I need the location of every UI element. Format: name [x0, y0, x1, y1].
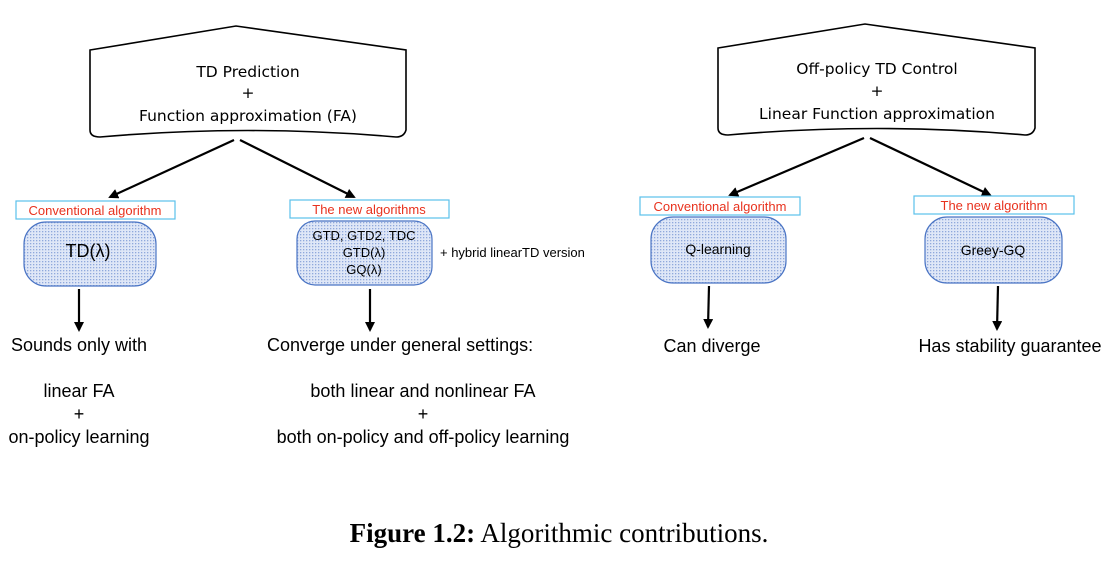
left-new-outcome-plus: +	[418, 404, 429, 424]
left-conventional-label-box	[15, 200, 176, 220]
right-conventional-group: Conventional algorithm Q-learning	[639, 196, 801, 284]
left-new-group: The new algorithms GTD, GTD2, TDC GTD(λ)…	[289, 199, 585, 286]
figure-caption-label: Figure 1.2:	[349, 518, 476, 548]
left-header-box: TD Prediction + Function approximation (…	[89, 25, 407, 138]
arrow-left-to-new	[239, 139, 356, 198]
right-new-label-box	[913, 195, 1075, 215]
arrow-right-conventional-down	[703, 285, 714, 329]
figure-caption: Figure 1.2: Algorithmic contributions.	[0, 518, 1118, 549]
arrow-right-to-new	[869, 137, 992, 197]
left-new-pill	[296, 220, 433, 286]
left-new-label-box	[289, 199, 450, 219]
left-new-algo-line2: GTD(λ)	[343, 245, 386, 260]
right-header-box: Off-policy TD Control + Linear Function …	[717, 23, 1036, 136]
left-conventional-pill	[23, 221, 157, 287]
left-conventional-outcome-plus: +	[74, 404, 85, 424]
left-new-label: The new algorithms	[312, 202, 426, 217]
arrow-left-to-conventional	[108, 139, 235, 199]
right-new-pill	[924, 216, 1063, 284]
right-conventional-pill	[650, 216, 787, 284]
left-conventional-outcome-line2: linear FA	[43, 381, 114, 401]
right-new-group: The new algorithm Greey-GQ	[913, 195, 1075, 284]
left-conventional-outcome-line1: Sounds only with	[11, 335, 147, 355]
figure-caption-text: Algorithmic contributions.	[480, 518, 769, 548]
arrow-right-to-conventional	[728, 136, 865, 197]
left-new-algo-line3: GQ(λ)	[346, 262, 381, 277]
left-header-plus: +	[242, 84, 255, 102]
left-new-outcome-line1: Converge under general settings:	[267, 335, 533, 355]
left-conventional-outcome-line4: on-policy learning	[8, 427, 149, 447]
right-new-label: The new algorithm	[941, 198, 1048, 213]
right-header-plus: +	[871, 82, 884, 100]
left-conventional-label: Conventional algorithm	[29, 203, 162, 218]
left-new-outcome-line4: both on-policy and off-policy learning	[277, 427, 570, 447]
left-new-side-note: + hybrid linearTD version	[440, 245, 585, 260]
left-header-line1: TD Prediction	[195, 63, 299, 81]
right-header-line3: Linear Function approximation	[759, 105, 995, 123]
left-new-algo-line1: GTD, GTD2, TDC	[312, 228, 415, 243]
arrow-right-new-down	[992, 285, 1003, 331]
right-conventional-outcome: Can diverge	[663, 336, 760, 356]
right-new-outcome: Has stability guarantee	[918, 336, 1101, 356]
left-conventional-algo: TD(λ)	[66, 241, 111, 261]
right-conventional-label-box	[639, 196, 801, 216]
right-header-line1: Off-policy TD Control	[796, 60, 957, 78]
left-new-outcome-line2: both linear and nonlinear FA	[310, 381, 535, 401]
right-conventional-algo: Q-learning	[685, 241, 750, 257]
left-conventional-group: Conventional algorithm TD(λ)	[15, 200, 176, 287]
left-header-line3: Function approximation (FA)	[139, 107, 357, 125]
right-conventional-label: Conventional algorithm	[654, 199, 787, 214]
right-new-algo: Greey-GQ	[961, 242, 1026, 258]
